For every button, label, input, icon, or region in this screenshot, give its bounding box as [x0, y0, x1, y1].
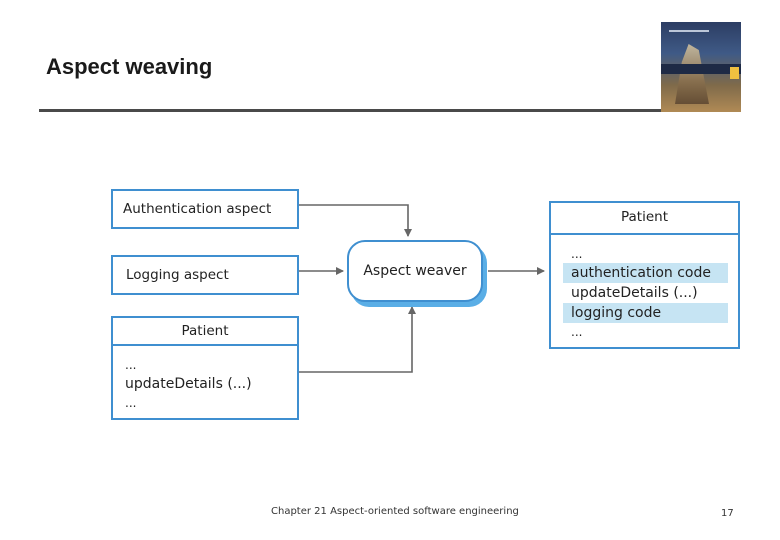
output-line-update-details: updateDetails (...) [571, 285, 698, 301]
patient-output-class-title: Patient [551, 203, 738, 235]
output-line-dots-bottom: ... [571, 325, 583, 339]
slide-footer: Chapter 21 Aspect-oriented software engi… [271, 506, 519, 517]
cover-band [661, 64, 741, 74]
book-cover-image [661, 22, 741, 112]
output-line-authentication-code: authentication code [563, 263, 728, 283]
patient-output-class-box: Patient ... authentication code updateDe… [549, 201, 740, 349]
logging-aspect-box: Logging aspect [111, 255, 299, 295]
patient-input-class-box: Patient ... updateDetails (...) ... [111, 316, 299, 420]
aspect-weaver-label: Aspect weaver [363, 263, 467, 279]
input-line-update-details: updateDetails (...) [125, 376, 252, 392]
patient-input-class-title: Patient [113, 318, 297, 346]
output-line-logging-code: logging code [563, 303, 728, 323]
arrow-authentication-to-weaver [298, 204, 412, 237]
input-line-dots-bottom: ... [125, 396, 137, 410]
authentication-aspect-box: Authentication aspect [111, 189, 299, 229]
patient-input-class-body: ... updateDetails (...) ... [113, 346, 297, 412]
logging-aspect-label: Logging aspect [126, 267, 229, 283]
page-number: 17 [721, 508, 734, 519]
title-divider [39, 109, 741, 112]
input-line-dots-top: ... [125, 358, 137, 372]
output-line-dots-top: ... [571, 247, 583, 261]
cover-edition-badge [730, 67, 739, 79]
patient-output-class-body: ... authentication code updateDetails (.… [551, 235, 738, 341]
aspect-weaver-node: Aspect weaver [347, 240, 483, 302]
slide-title: Aspect weaving [46, 54, 213, 79]
cover-stripe [669, 30, 709, 32]
arrow-patient-to-weaver [298, 306, 416, 373]
authentication-aspect-label: Authentication aspect [123, 201, 272, 217]
